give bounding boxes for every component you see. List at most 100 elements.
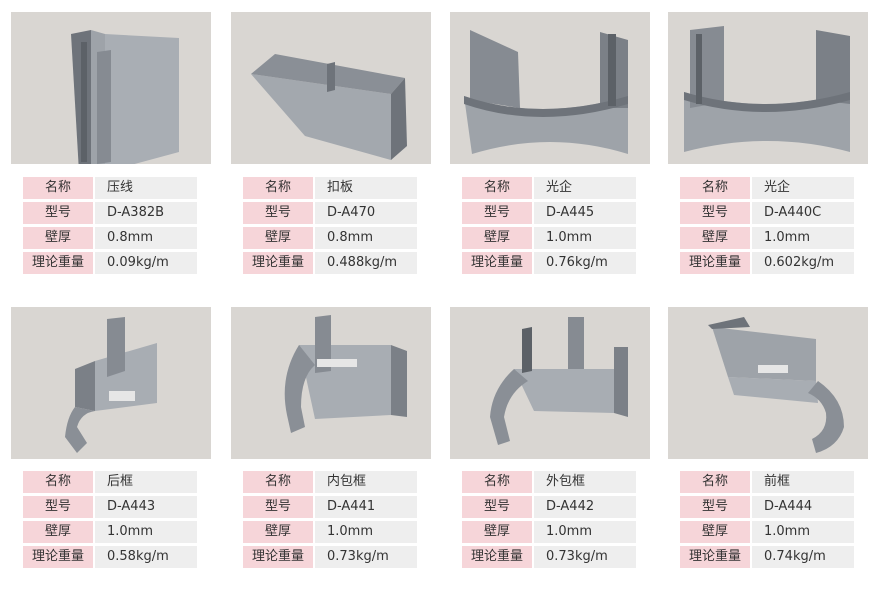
spec-label: 型号 bbox=[243, 202, 313, 224]
spec-value: D-A470 bbox=[315, 202, 417, 224]
spec-label: 型号 bbox=[462, 202, 532, 224]
front-frame-profile-image bbox=[668, 307, 868, 459]
spec-value: 光企 bbox=[752, 177, 854, 199]
spec-value: 0.8mm bbox=[315, 227, 417, 249]
spec-value: 压线 bbox=[95, 177, 197, 199]
spec-label: 壁厚 bbox=[23, 227, 93, 249]
spec-label: 型号 bbox=[462, 496, 532, 518]
spec-label: 理论重量 bbox=[680, 252, 750, 274]
spec-value: 扣板 bbox=[315, 177, 417, 199]
spec-value: 外包框 bbox=[534, 471, 636, 493]
spec-value: 前框 bbox=[752, 471, 854, 493]
spec-value: D-A382B bbox=[95, 202, 197, 224]
spec-value: 0.09kg/m bbox=[95, 252, 197, 274]
spec-label: 型号 bbox=[23, 496, 93, 518]
spec-value: 0.602kg/m bbox=[752, 252, 854, 274]
spec-value: 0.488kg/m bbox=[315, 252, 417, 274]
pressing-strip-profile-image bbox=[11, 12, 211, 164]
spec-label: 名称 bbox=[462, 471, 532, 493]
spec-label: 名称 bbox=[680, 177, 750, 199]
spec-value: 后框 bbox=[95, 471, 197, 493]
spec-label: 名称 bbox=[462, 177, 532, 199]
spec-label: 型号 bbox=[23, 202, 93, 224]
spec-label: 理论重量 bbox=[243, 252, 313, 274]
spec-value: D-A442 bbox=[534, 496, 636, 518]
spec-label: 壁厚 bbox=[462, 227, 532, 249]
outer-frame-profile-image bbox=[450, 307, 650, 459]
spec-value: D-A441 bbox=[315, 496, 417, 518]
spec-label: 理论重量 bbox=[243, 546, 313, 568]
spec-value: D-A443 bbox=[95, 496, 197, 518]
spec-label: 理论重量 bbox=[680, 546, 750, 568]
spec-label: 壁厚 bbox=[243, 521, 313, 543]
name-row: 名称光企 bbox=[680, 177, 854, 199]
spec-value: 0.73kg/m bbox=[534, 546, 636, 568]
spec-label: 名称 bbox=[23, 471, 93, 493]
light-column-profile-image bbox=[450, 12, 650, 164]
name-row: 名称光企 bbox=[462, 177, 636, 199]
spec-label: 壁厚 bbox=[462, 521, 532, 543]
spec-value: 1.0mm bbox=[315, 521, 417, 543]
spec-label: 名称 bbox=[243, 177, 313, 199]
spec-value: 1.0mm bbox=[534, 521, 636, 543]
spec-value: 1.0mm bbox=[95, 521, 197, 543]
spec-label: 理论重量 bbox=[23, 546, 93, 568]
spec-value: 0.73kg/m bbox=[315, 546, 417, 568]
cover-plate-profile-image bbox=[231, 12, 431, 164]
spec-label: 壁厚 bbox=[680, 521, 750, 543]
spec-label: 理论重量 bbox=[23, 252, 93, 274]
spec-value: 0.76kg/m bbox=[534, 252, 636, 274]
spec-value: D-A444 bbox=[752, 496, 854, 518]
spec-label: 壁厚 bbox=[243, 227, 313, 249]
spec-value: 1.0mm bbox=[752, 521, 854, 543]
spec-value: 0.8mm bbox=[95, 227, 197, 249]
name-row: 名称外包框 bbox=[462, 471, 636, 493]
light-column-profile-image bbox=[668, 12, 868, 164]
spec-value: 1.0mm bbox=[752, 227, 854, 249]
spec-label: 理论重量 bbox=[462, 546, 532, 568]
spec-label: 名称 bbox=[23, 177, 93, 199]
name-row: 名称后框 bbox=[23, 471, 197, 493]
spec-label: 型号 bbox=[680, 202, 750, 224]
spec-label: 壁厚 bbox=[680, 227, 750, 249]
spec-label: 理论重量 bbox=[462, 252, 532, 274]
spec-label: 型号 bbox=[680, 496, 750, 518]
spec-value: D-A445 bbox=[534, 202, 636, 224]
name-row: 名称内包框 bbox=[243, 471, 417, 493]
spec-label: 名称 bbox=[243, 471, 313, 493]
spec-value: 0.74kg/m bbox=[752, 546, 854, 568]
spec-value: 1.0mm bbox=[534, 227, 636, 249]
spec-label: 壁厚 bbox=[23, 521, 93, 543]
inner-frame-profile-image bbox=[231, 307, 431, 459]
name-row: 名称前框 bbox=[680, 471, 854, 493]
spec-value: 光企 bbox=[534, 177, 636, 199]
spec-value: D-A440C bbox=[752, 202, 854, 224]
spec-label: 名称 bbox=[680, 471, 750, 493]
spec-label: 型号 bbox=[243, 496, 313, 518]
rear-frame-profile-image bbox=[11, 307, 211, 459]
name-row: 名称压线 bbox=[23, 177, 197, 199]
spec-value: 内包框 bbox=[315, 471, 417, 493]
